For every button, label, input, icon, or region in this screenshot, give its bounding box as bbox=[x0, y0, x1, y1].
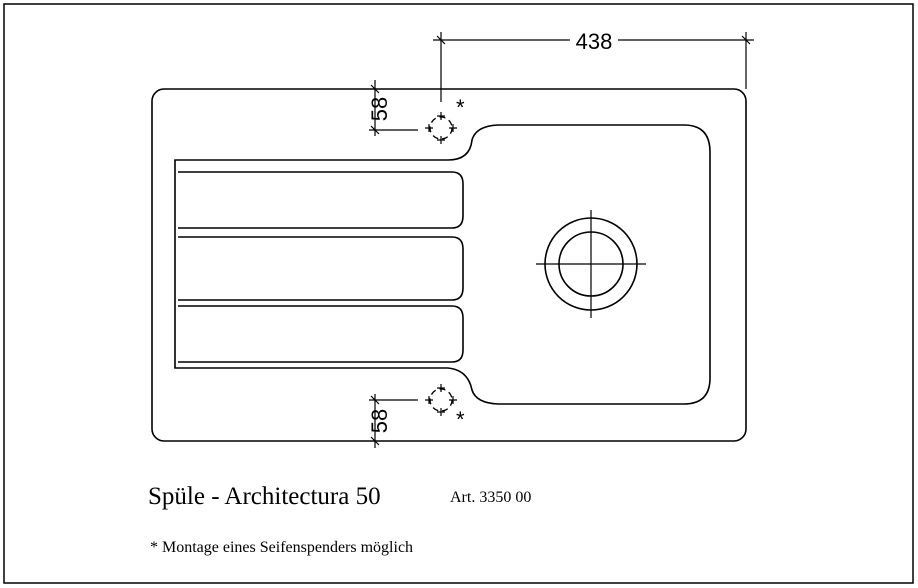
product-title: Spüle - Architectura 50 bbox=[148, 483, 381, 510]
footnote: * Montage eines Seifenspenders möglich bbox=[150, 539, 413, 556]
soap-dispenser-hole-top bbox=[425, 112, 457, 144]
dimension-438-label: 438 bbox=[576, 29, 613, 54]
drainboard-groove-2 bbox=[178, 236, 464, 301]
soap-asterisk-top: * bbox=[456, 95, 465, 120]
article-number: Art. 3350 00 bbox=[450, 489, 531, 506]
drainboard-groove-1 bbox=[178, 171, 464, 229]
soap-asterisk-bottom: * bbox=[456, 407, 465, 432]
drain-icon bbox=[536, 210, 646, 318]
bowl-drainboard-outline bbox=[174, 124, 711, 405]
dimension-58-top-label: 58 bbox=[367, 97, 392, 121]
dimension-58-top bbox=[369, 80, 418, 136]
dimension-438 bbox=[433, 32, 754, 102]
frame-border bbox=[3, 3, 914, 584]
dimension-58-bottom bbox=[369, 394, 418, 448]
drainboard-groove-3 bbox=[178, 305, 464, 363]
sink-outline bbox=[151, 88, 747, 442]
soap-dispenser-hole-bottom bbox=[425, 384, 457, 416]
dimension-58-bottom-label: 58 bbox=[367, 409, 392, 433]
